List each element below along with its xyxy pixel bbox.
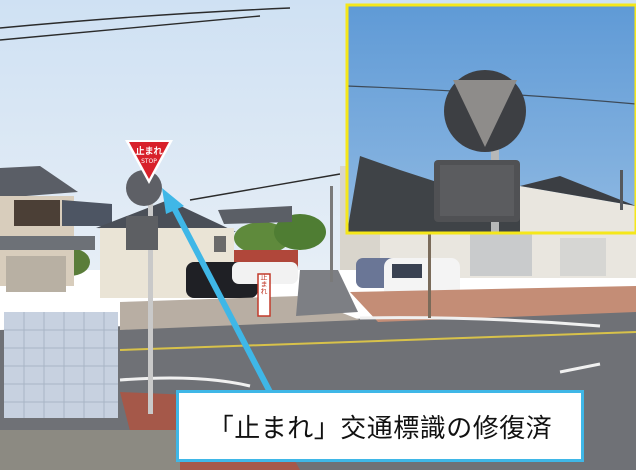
road-markings [119,316,601,388]
caption-text: 「止まれ」交通標識の修復済 [207,413,553,444]
side-standing-sign: 止まれ [257,273,271,317]
power-lines [0,7,341,201]
stop-sign-english: STOP [141,158,157,165]
small-pole [428,230,431,318]
center-line [119,331,636,351]
back-of-round-sign [126,170,162,206]
inset-frame [345,3,636,235]
stop-sign: 止まれ STOP [125,140,173,184]
red-sidewalk [350,286,636,322]
ground [0,430,180,470]
parked-cars [186,258,460,304]
sign-pole [148,170,153,414]
pointer-arrow [162,188,273,395]
tiled-wall [4,312,118,418]
left-house [0,166,112,292]
stop-sign-japanese: 止まれ [135,145,162,157]
side-street [296,270,358,316]
side-sign-text: 止まれ [260,273,268,295]
inset-zoom [346,5,636,233]
back-of-plate [126,216,158,250]
utility-pole [330,186,333,282]
caption-box: 「止まれ」交通標識の修復済 [176,390,584,462]
